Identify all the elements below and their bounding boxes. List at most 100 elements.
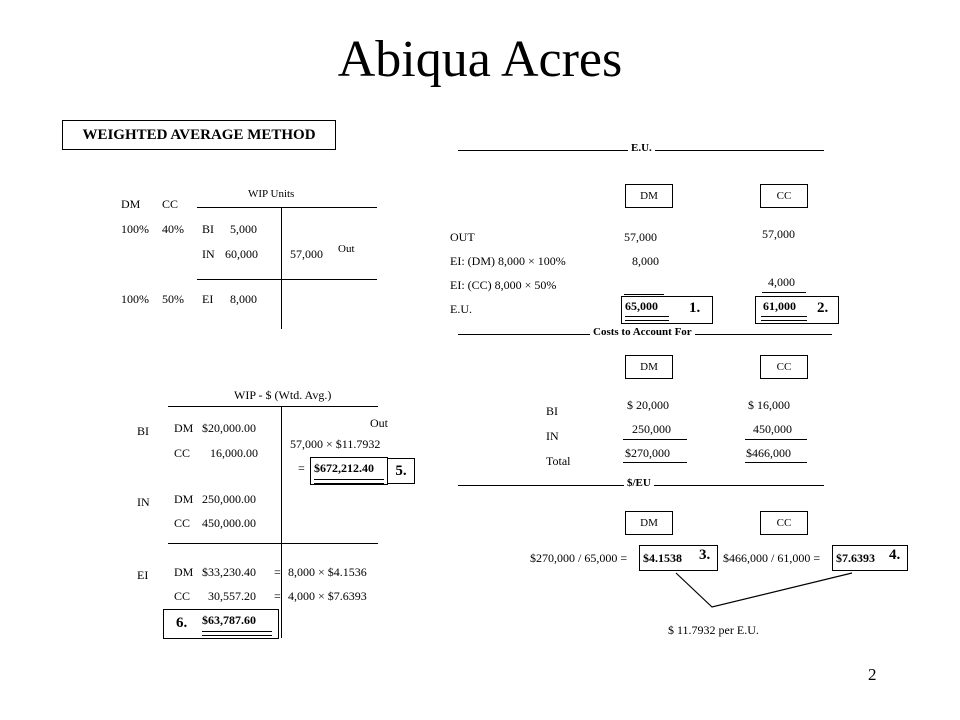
wip-dollars-out-total-box: $672,212.40 [310,457,388,485]
per-eu-dm-result-box: $4.1538 3. [639,545,718,571]
costs-heading: Costs to Account For [590,326,695,338]
wip-dollars-bi-label: BI [137,424,149,438]
wip-dollars-ei-total-underline [202,631,272,636]
wip-dollars-ei-dm-calc: 8,000 × $4.1536 [288,565,367,579]
wip-dollars-out-eq: = [298,461,305,475]
costs-col-dm: DM [625,355,673,379]
costs-row-total-dm: $270,000 [625,446,670,460]
per-eu-dm-result: $4.1538 [643,551,682,565]
eu-row-out-cc: 57,000 [762,227,795,241]
wip-dollars-ei-dm-eq: = [274,565,281,579]
per-eu-dm-calc: $270,000 / 65,000 = [530,551,628,565]
eu-cc-sum-line [762,292,806,293]
wip-units-out-label: Out [338,243,355,255]
eu-heading: E.U. [628,142,655,154]
eu-dm-total-box: 65,000 1. [621,296,713,324]
costs-row-in-dm: 250,000 [632,422,671,436]
wip-units-top-line [197,207,377,208]
wip-units-ei-label: EI [202,292,214,306]
eu-row-out-dm: 57,000 [624,230,657,244]
per-eu-total: $ 11.7932 per E.U. [668,623,759,637]
marker-5: 5. [387,458,415,484]
eu-row-out-label: OUT [450,230,475,244]
wip-dollars-in-dm-value: 250,000.00 [202,492,256,506]
wip-dollars-heading: WIP - $ (Wtd. Avg.) [234,388,332,402]
costs-row-bi-label: BI [546,404,558,418]
marker-2: 2. [817,300,829,316]
wip-dollars-ei-cc-calc: 4,000 × $7.6393 [288,589,367,603]
per-eu-cc-result-box: $7.6393 4. [832,545,908,571]
method-label: WEIGHTED AVERAGE METHOD [62,120,336,150]
wip-units-bi-label: BI [202,222,214,236]
wip-dollars-ei-cc-eq: = [274,589,281,603]
per-eu-cc-calc: $466,000 / 61,000 = [723,551,821,565]
eu-row-ei-dm-dm: 8,000 [632,254,659,268]
eu-row-ei-dm-label: EI: (DM) 8,000 × 100% [450,254,566,268]
eu-cc-total: 61,000 [763,299,796,313]
eu-row-ei-cc-label: EI: (CC) 8,000 × 50% [450,278,557,292]
wip-units-divider [281,207,282,329]
wip-units-bi-dm-pct: 100% [121,222,149,236]
slide-title: Abiqua Acres [337,31,623,88]
wip-dollars-bi-dm-label: DM [174,421,194,435]
wip-dollars-bi-dm-value: $20,000.00 [202,421,256,435]
wip-dollars-ei-total-box: 6. $63,787.60 [163,609,279,639]
costs-row-total-label: Total [546,454,571,468]
eu-cc-total-underline [761,316,807,321]
slide-number: 2 [868,665,877,684]
wip-units-bi-value: 5,000 [230,222,257,236]
per-eu-heading: $/EU [624,477,654,489]
wip-dollars-out-label: Out [370,416,388,430]
wip-dollars-in-cc-label: CC [174,516,191,530]
wip-units-col-dm: DM [121,197,141,211]
per-eu-col-cc: CC [760,511,808,535]
costs-row-bi-cc: $ 16,000 [748,398,790,412]
costs-row-total-cc: $466,000 [746,446,791,460]
wip-units-ei-cc-pct: 50% [162,292,184,306]
wip-dollars-ei-label: EI [137,568,149,582]
costs-dm-total-underline [623,462,687,463]
eu-dm-sum-line [624,294,664,295]
wip-units-in-label: IN [202,247,215,261]
wip-units-heading: WIP Units [248,188,295,200]
wip-dollars-ei-line [168,543,378,544]
wip-dollars-out-total-underline [314,479,384,484]
wip-dollars-top-line [168,406,378,407]
wip-dollars-divider [281,406,282,638]
wip-dollars-ei-dm-value: $33,230.40 [202,565,256,579]
wip-dollars-in-dm-label: DM [174,492,194,506]
wip-dollars-ei-cc-label: CC [174,589,191,603]
wip-dollars-in-cc-value: 450,000.00 [202,516,256,530]
wip-dollars-ei-cc-value: 30,557.20 [208,589,256,603]
marker-6: 6. [176,615,188,631]
eu-row-total-label: E.U. [450,302,472,316]
wip-dollars-in-label: IN [137,495,150,509]
wip-dollars-bi-cc-label: CC [174,446,191,460]
costs-row-in-label: IN [546,429,559,443]
marker-4: 4. [889,547,901,563]
eu-row-ei-cc-cc: 4,000 [768,275,795,289]
eu-dm-total-underline [625,316,669,321]
eu-col-cc: CC [760,184,808,208]
wip-dollars-ei-total: $63,787.60 [202,613,256,627]
wip-units-col-cc: CC [162,197,179,211]
wip-units-out-value: 57,000 [290,247,323,261]
wip-dollars-out-total: $672,212.40 [314,461,374,475]
eu-dm-total: 65,000 [625,299,658,313]
wip-dollars-out-calc: 57,000 × $11.7932 [290,437,381,451]
costs-dm-sum-line [623,439,687,440]
wip-units-ei-value: 8,000 [230,292,257,306]
wip-units-ei-dm-pct: 100% [121,292,149,306]
marker-1: 1. [689,300,701,316]
wip-units-bi-cc-pct: 40% [162,222,184,236]
eu-cc-total-box: 61,000 2. [755,296,839,324]
per-eu-col-dm: DM [625,511,673,535]
wip-units-in-value: 60,000 [225,247,258,261]
wip-dollars-bi-cc-value: 16,000.00 [210,446,258,460]
per-eu-cc-result: $7.6393 [836,551,875,565]
marker-3: 3. [699,547,711,563]
costs-row-in-cc: 450,000 [753,422,792,436]
costs-row-bi-dm: $ 20,000 [627,398,669,412]
costs-cc-total-underline [745,462,807,463]
